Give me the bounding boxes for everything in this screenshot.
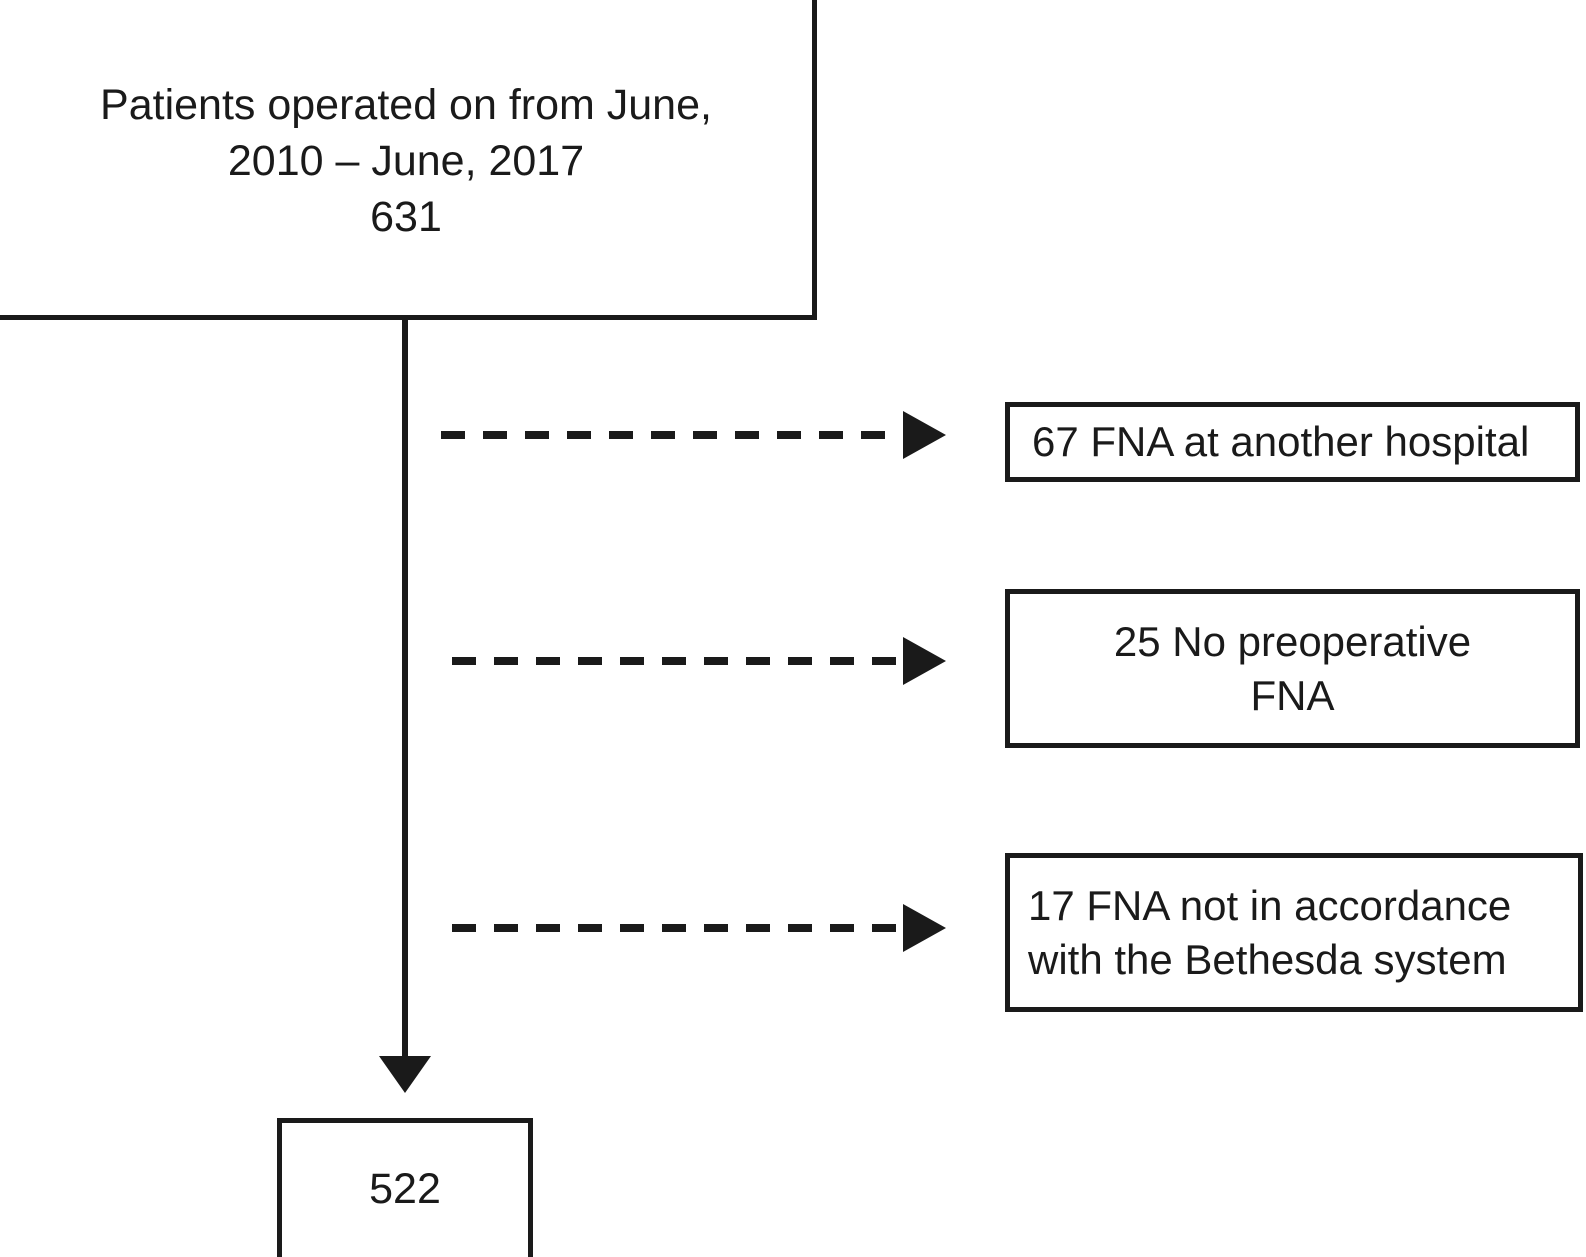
main-arrowhead-icon xyxy=(379,1056,431,1093)
exclusion-text-0: 67 FNA at another hospital xyxy=(1032,418,1530,466)
exclusion-box-no-preoperative-fna: 25 No preoperative FNA xyxy=(1005,589,1580,748)
exclusion-arrowhead-icon-1 xyxy=(903,637,946,685)
exclusion-box-fna-not-bethesda: 17 FNA not in accordance with the Bethes… xyxy=(1005,853,1583,1012)
exclusion-text-1: 25 No preoperative FNA xyxy=(1113,617,1472,719)
included-cohort-box: 522 xyxy=(277,1118,533,1257)
source-cohort-text: Patients operated on from June, 2010 – J… xyxy=(100,81,712,241)
included-cohort-text: 522 xyxy=(369,1165,441,1214)
exclusion-arrowhead-icon-2 xyxy=(903,904,946,952)
exclusion-text-2: 17 FNA not in accordance with the Bethes… xyxy=(1028,881,1512,983)
exclusion-arrowhead-icon-0 xyxy=(903,411,946,459)
exclusion-box-fna-another-hospital: 67 FNA at another hospital xyxy=(1005,402,1580,482)
source-cohort-box: Patients operated on from June, 2010 – J… xyxy=(0,0,817,320)
